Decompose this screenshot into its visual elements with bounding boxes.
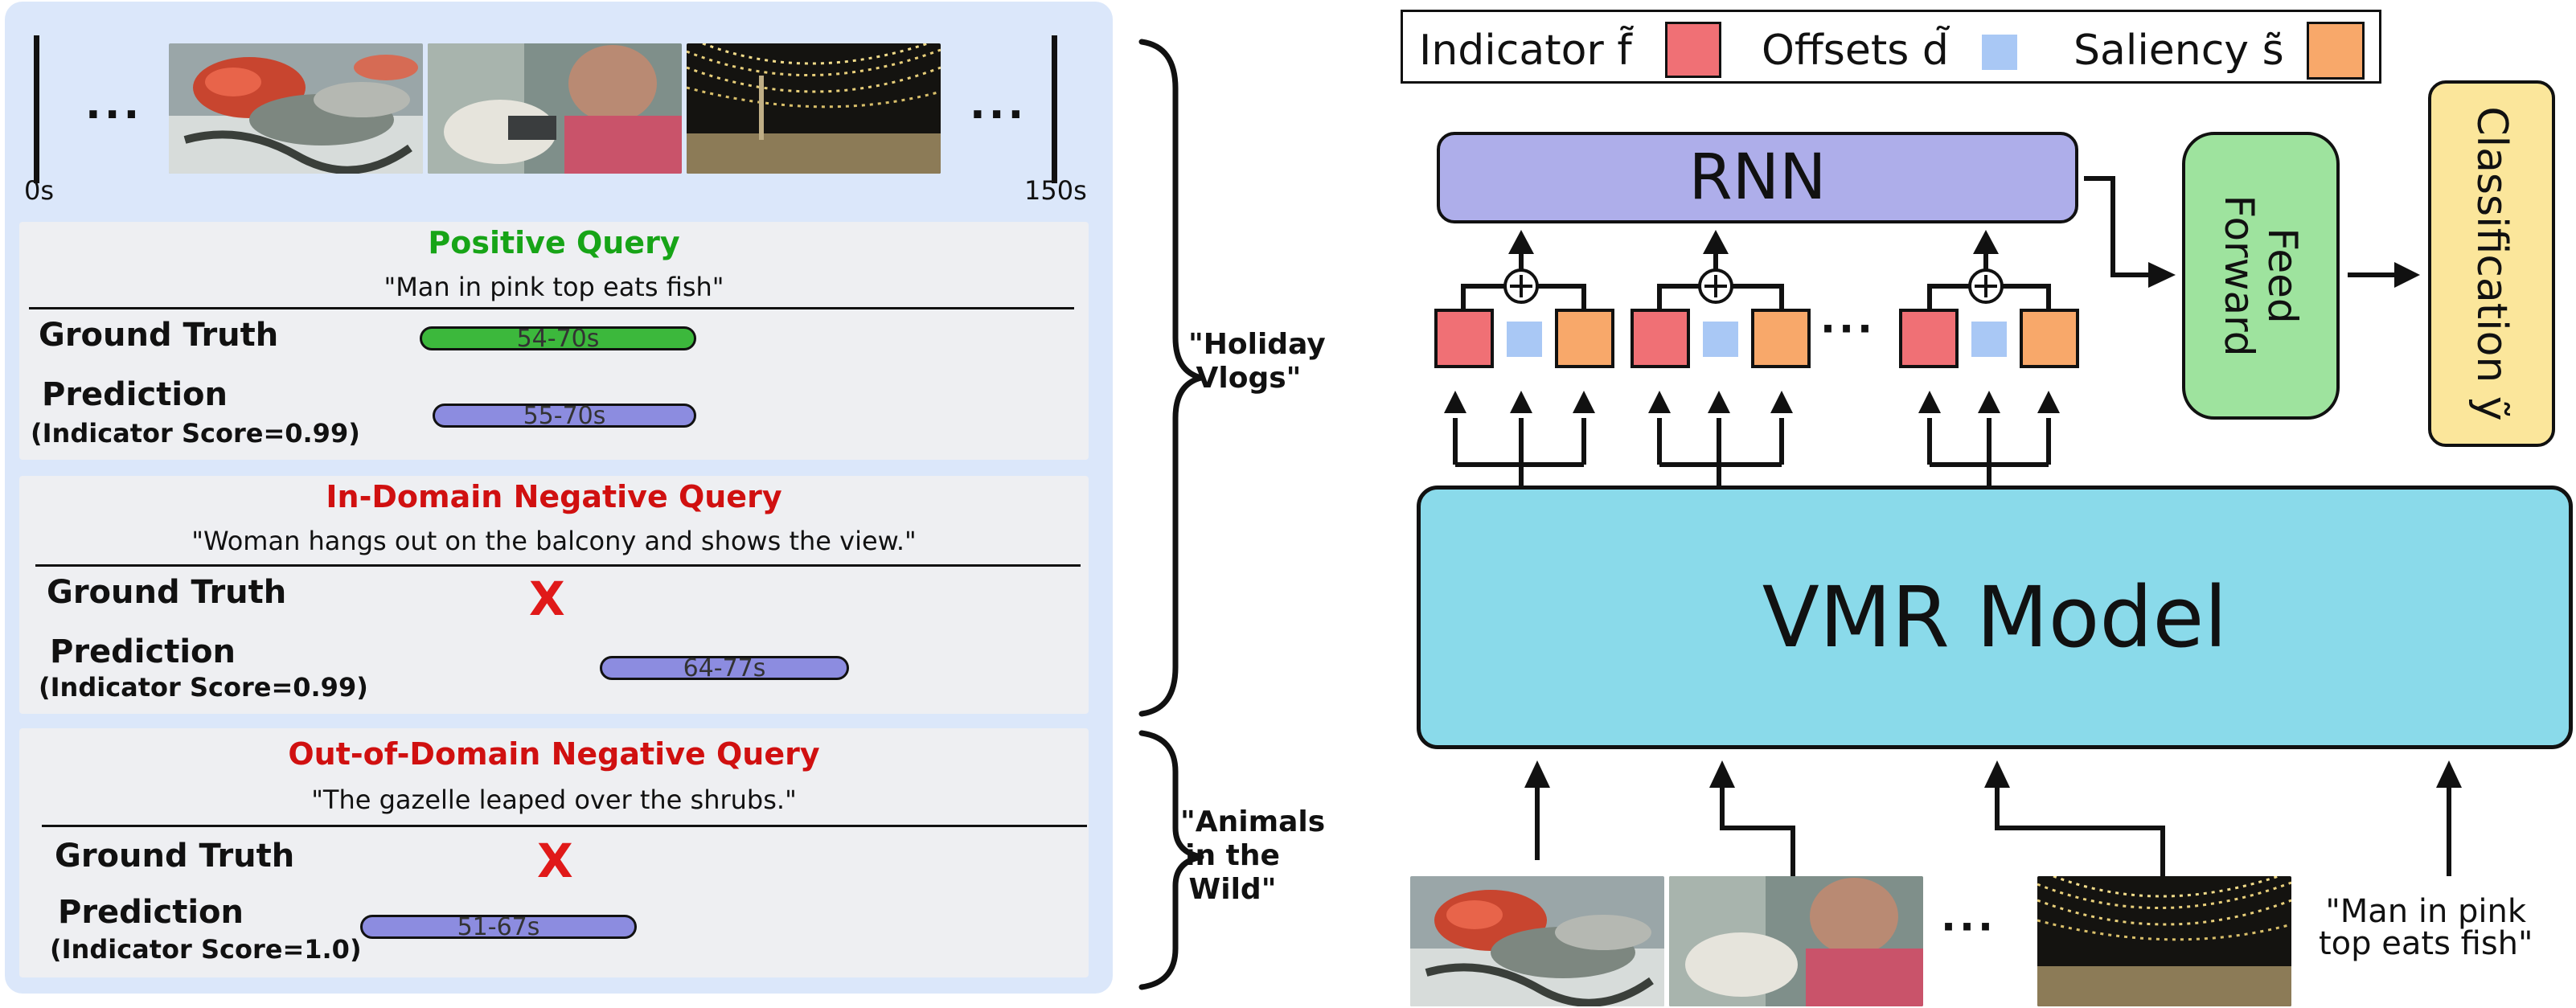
animals-in-the-wild-label: "Animals in the Wild" [1180, 805, 1326, 906]
video-frame-lights [687, 43, 941, 174]
video-frame-seafood [169, 43, 423, 174]
positive-query-title: Positive Query [428, 225, 680, 260]
out-of-domain-negative-query-box: Out-of-Domain Negative Query "The gazell… [19, 728, 1089, 977]
indicator-square [1631, 309, 1690, 368]
input-frame-lights [2037, 876, 2291, 1006]
in-domain-query-title: In-Domain Negative Query [326, 479, 782, 514]
out-of-domain-query-title: Out-of-Domain Negative Query [288, 736, 820, 772]
no-ground-truth-icon: X [529, 572, 565, 626]
saliency-square [2020, 309, 2079, 368]
in-domain-negative-query-box: In-Domain Negative Query "Woman hangs ou… [19, 476, 1089, 714]
indicator-square [1899, 309, 1959, 368]
feed-forward-label: Feed Forward [2216, 195, 2306, 357]
divider [35, 564, 1081, 567]
input-frame-man-eating [1669, 876, 1923, 1006]
legend: Indicator f̃ Offsets d̃ Saliency s̃ [1401, 10, 2381, 84]
positive-query-box: Positive Query "Man in pink top eats fis… [19, 222, 1089, 460]
rnn-block: RNN [1437, 132, 2078, 223]
prediction-label: Prediction [58, 894, 244, 931]
saliency-square [1751, 309, 1811, 368]
upper-brace [1138, 39, 1204, 717]
video-frame-man-eating [428, 43, 682, 174]
legend-indicator-label: Indicator f̃ [1419, 27, 1632, 75]
outputs-ellipsis: ··· [1820, 305, 1876, 352]
prediction-label: Prediction [50, 633, 236, 670]
in-domain-query-text: "Woman hangs out on the balcony and show… [191, 526, 917, 556]
ground-truth-bar: 54-70s [420, 326, 696, 351]
indicator-score: (Indicator Score=0.99) [31, 418, 360, 449]
ground-truth-label: Ground Truth [55, 838, 295, 875]
saliency-swatch [2307, 22, 2365, 80]
ground-truth-label: Ground Truth [47, 574, 287, 611]
timeline-start-label: 0s [24, 175, 55, 206]
indicator-score: (Indicator Score=1.0) [50, 934, 362, 965]
divider [42, 825, 1087, 827]
man-eating-image [1669, 876, 1923, 1006]
timeline-end-line [1052, 35, 1057, 183]
timeline-end-label: 150s [1024, 175, 1087, 206]
offsets-square [1971, 322, 2007, 357]
positive-query-text: "Man in pink top eats fish" [384, 272, 724, 302]
input-query-text: "Man in pink top eats fish" [2319, 893, 2533, 962]
ground-truth-label: Ground Truth [39, 317, 279, 354]
feed-forward-block: Feed Forward [2182, 132, 2340, 420]
timeline-ellipsis-left: ... [85, 80, 143, 129]
legend-offsets-label: Offsets d̃ [1762, 27, 1949, 75]
vmr-model-block: VMR Model [1417, 486, 2573, 749]
legend-saliency-label: Saliency s̃ [2074, 27, 2284, 75]
indicator-score: (Indicator Score=0.99) [39, 672, 368, 703]
man-eating-image [428, 43, 682, 174]
divider [29, 307, 1074, 309]
saliency-square [1555, 309, 1614, 368]
string-lights-image [2037, 876, 2291, 1006]
holiday-vlogs-label: "Holiday Vlogs" [1188, 328, 1326, 395]
indicator-swatch [1665, 22, 1721, 78]
offsets-swatch [1982, 35, 2017, 70]
offsets-square [1703, 322, 1738, 357]
timeline-ellipsis-right: ... [970, 80, 1028, 129]
prediction-label: Prediction [42, 376, 228, 413]
timeline-start-line [34, 35, 39, 183]
indicator-square [1434, 309, 1494, 368]
inputs-ellipsis: ··· [1941, 904, 1996, 950]
prediction-bar: 64-77s [600, 656, 849, 681]
prediction-bar: 51-67s [360, 915, 637, 940]
out-of-domain-query-text: "The gazelle leaped over the shrubs." [311, 785, 797, 815]
lower-brace [1138, 730, 1204, 990]
no-ground-truth-icon: X [537, 834, 573, 888]
string-lights-image [687, 43, 941, 174]
prediction-bar: 55-70s [433, 404, 696, 428]
seafood-image [169, 43, 423, 174]
input-frame-seafood [1410, 876, 1664, 1006]
offsets-square [1507, 322, 1542, 357]
seafood-image [1410, 876, 1664, 1006]
classification-label: Classification ỹ [2467, 106, 2516, 421]
classification-block: Classification ỹ [2428, 80, 2555, 447]
